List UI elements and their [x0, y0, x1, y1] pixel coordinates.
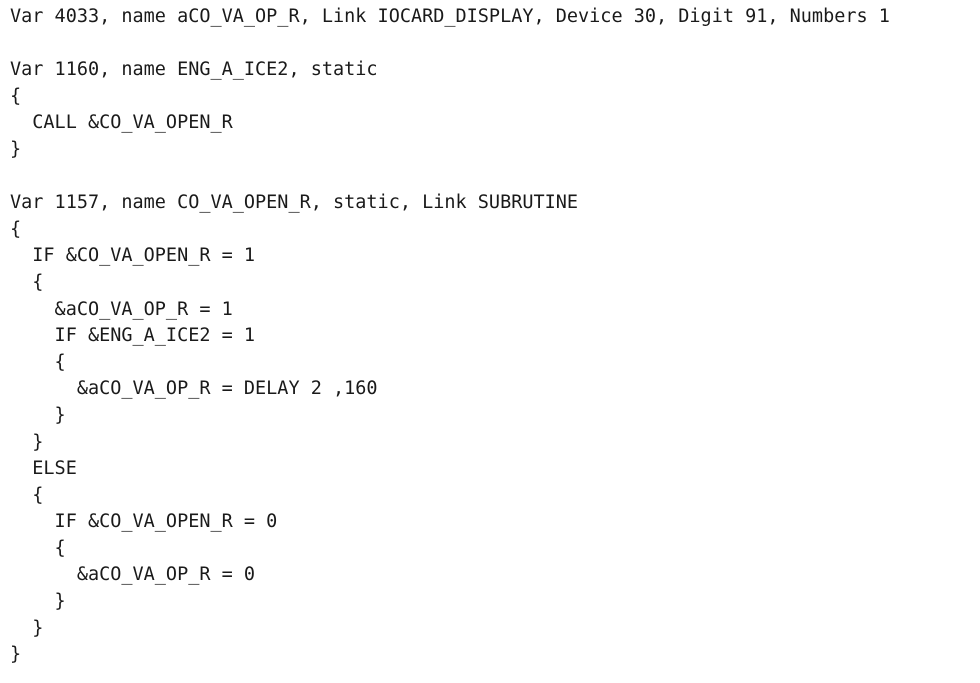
code-line: &aCO_VA_OP_R = 0: [10, 564, 256, 586]
code-line: Var 1157, name CO_VA_OPEN_R, static, Lin…: [10, 192, 579, 214]
code-line: {: [10, 218, 22, 240]
code-line: [10, 31, 890, 58]
code-line: }: [10, 404, 66, 426]
code-line: &aCO_VA_OP_R = DELAY 2 ,160: [10, 378, 378, 400]
code-line: {: [10, 537, 66, 559]
code-line: {: [10, 271, 44, 293]
code-line: IF &ENG_A_ICE2 = 1: [10, 325, 256, 347]
code-line: {: [10, 351, 66, 373]
code-line: {: [10, 484, 44, 506]
code-line: }: [10, 644, 22, 666]
code-line: CALL &CO_VA_OPEN_R: [10, 112, 233, 134]
code-line: }: [10, 138, 22, 160]
code-line: [10, 164, 890, 191]
code-line: IF &CO_VA_OPEN_R = 1: [10, 245, 256, 267]
code-line: IF &CO_VA_OPEN_R = 0: [10, 511, 278, 533]
code-line: &aCO_VA_OP_R = 1: [10, 298, 233, 320]
code-line: }: [10, 431, 44, 453]
code-line: }: [10, 591, 66, 613]
code-line: ELSE: [10, 458, 77, 480]
code-line: }: [10, 617, 44, 639]
code-block: Var 4033, name aCO_VA_OP_R, Link IOCARD_…: [10, 4, 890, 669]
code-line: {: [10, 85, 22, 107]
code-line: Var 1160, name ENG_A_ICE2, static: [10, 59, 378, 81]
code-line: Var 4033, name aCO_VA_OP_R, Link IOCARD_…: [10, 6, 890, 27]
